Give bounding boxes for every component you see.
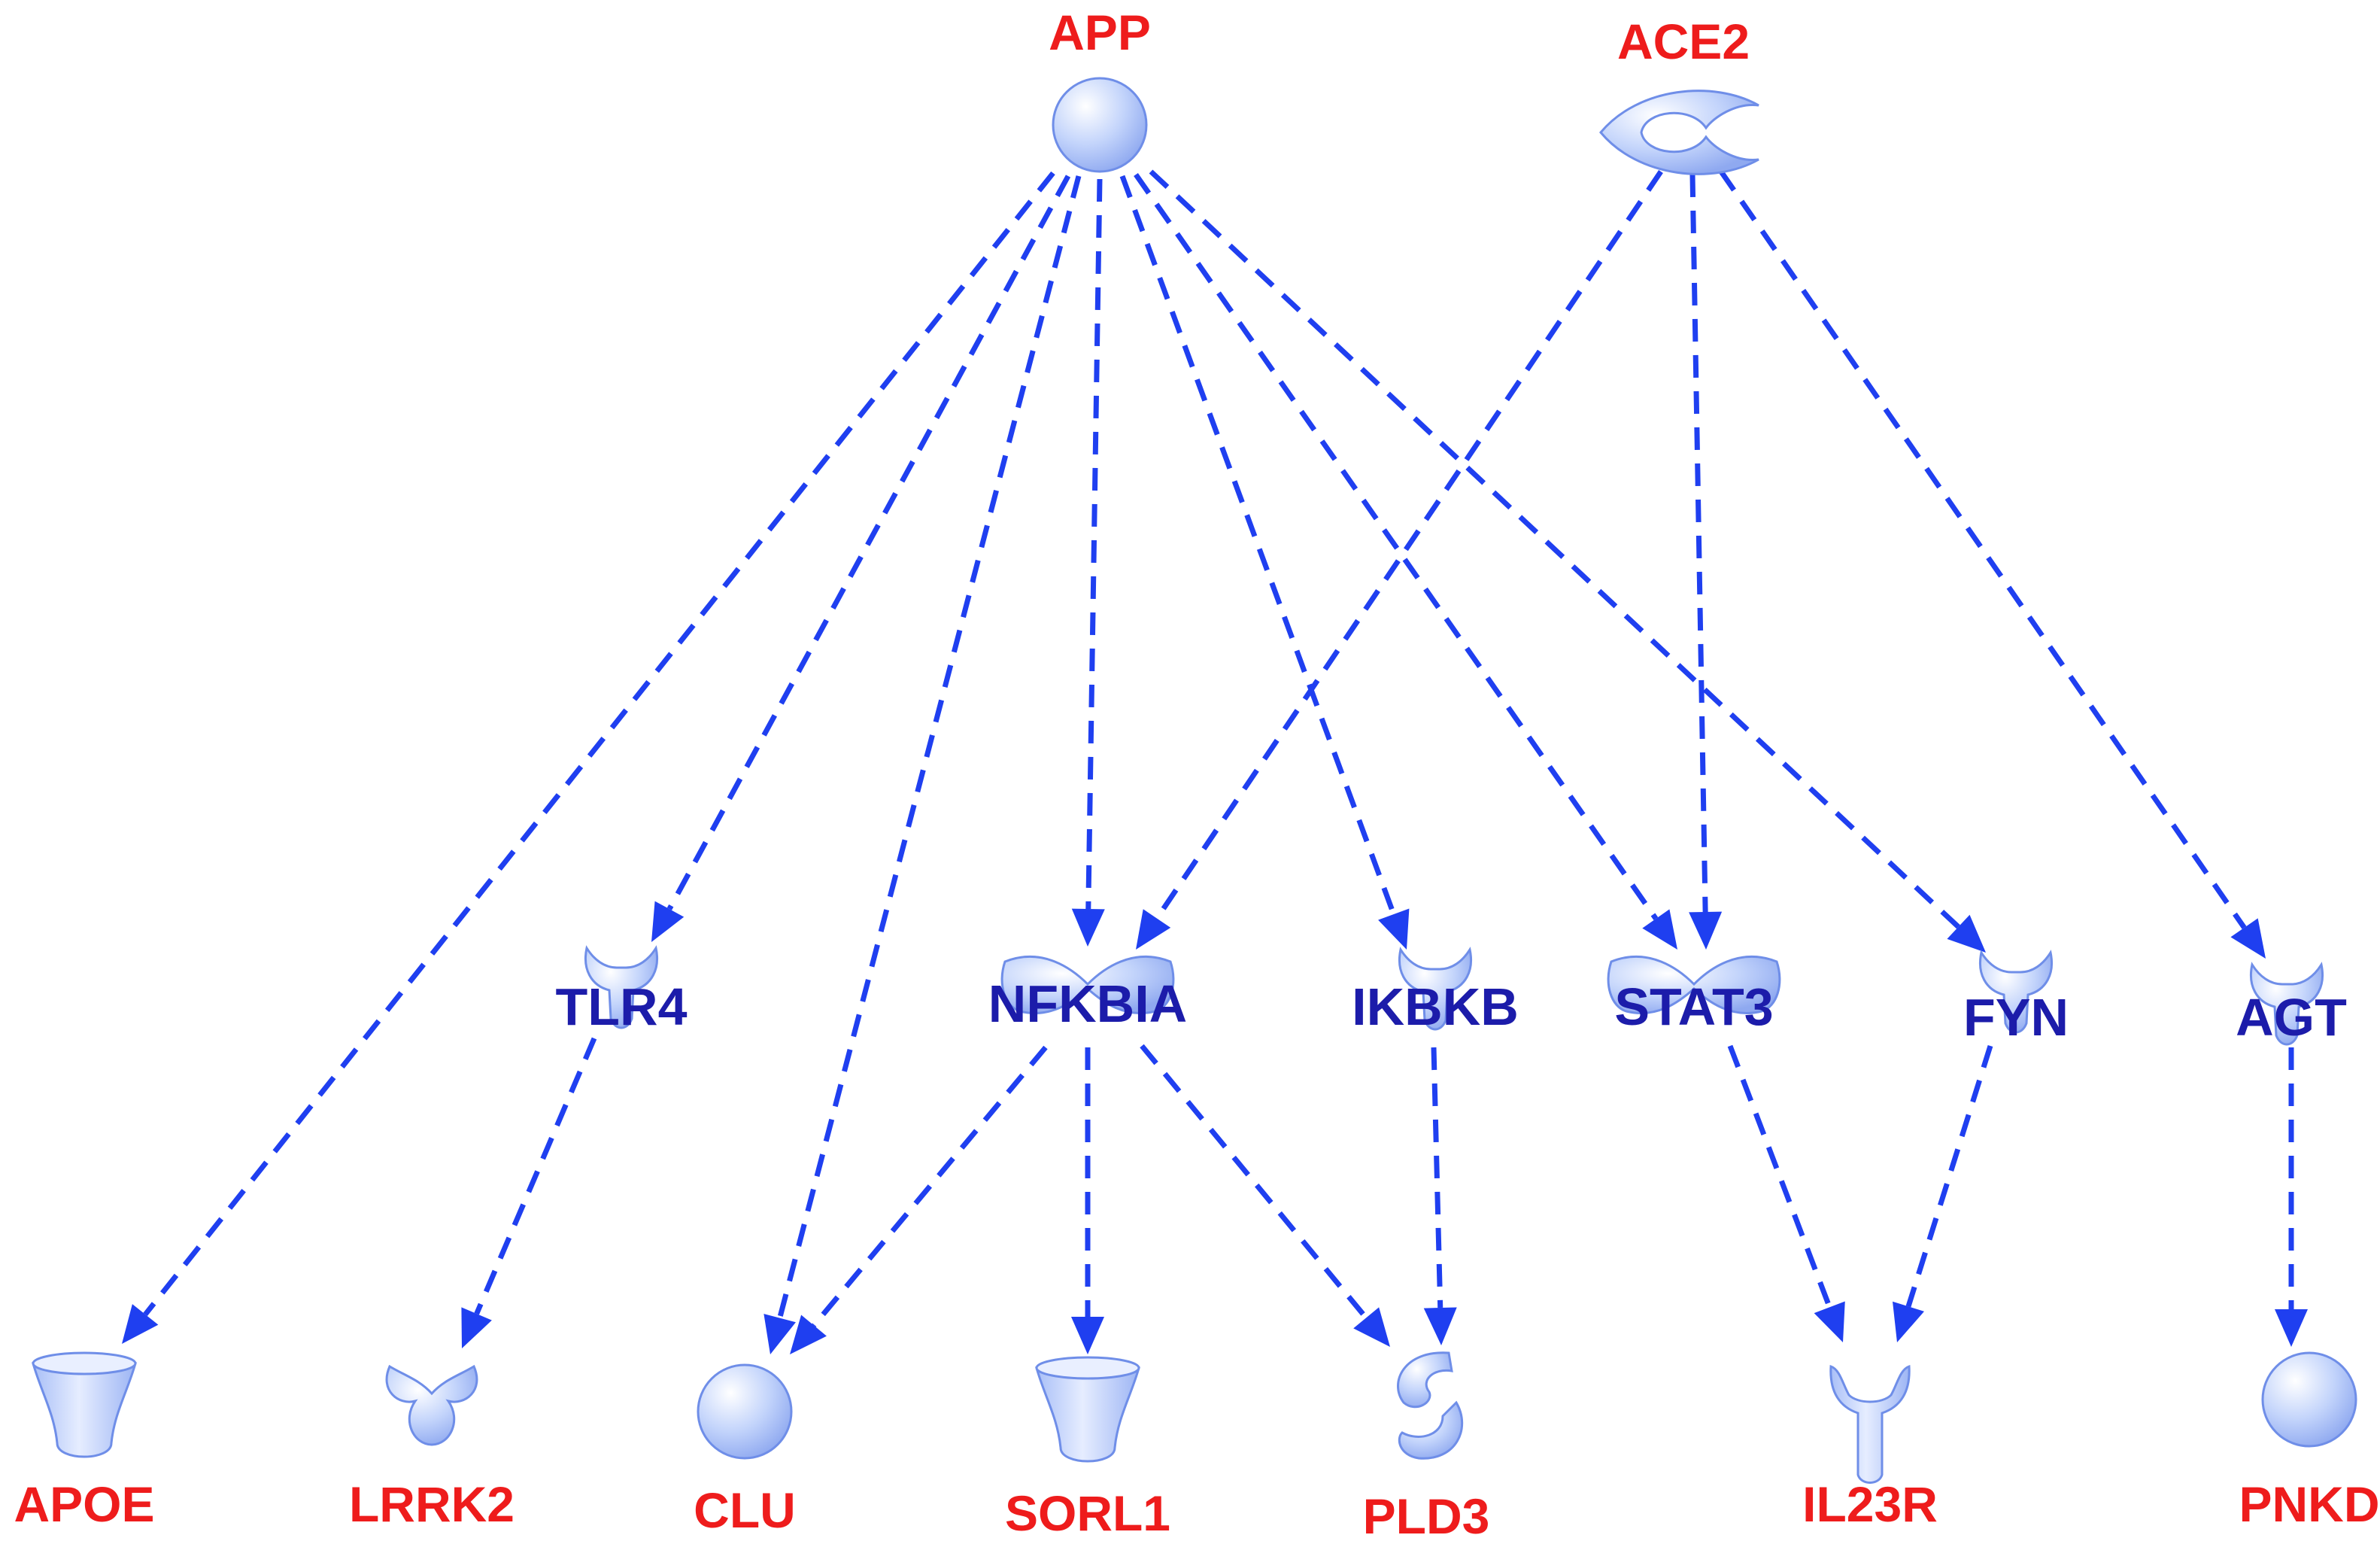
edge-app-to-tlr4 bbox=[666, 175, 1071, 910]
arrowhead-app-to-apoe bbox=[122, 1304, 159, 1344]
edge-tlr4-to-lrrk2 bbox=[474, 1037, 597, 1315]
edge-app-to-ikbkb bbox=[1119, 175, 1397, 916]
node-label-sorl1: SORL1 bbox=[1005, 1485, 1170, 1541]
arrowhead-tlr4-to-lrrk2 bbox=[461, 1307, 492, 1348]
edge-ace2-to-stat3 bbox=[1689, 174, 1708, 913]
arrowhead-app-to-tlr4 bbox=[651, 901, 685, 942]
arrowhead-fyn-to-il23r bbox=[1893, 1301, 1924, 1342]
edge-app-to-nfkbia bbox=[1085, 178, 1103, 910]
node-nfkbia-bowtie-icon bbox=[1000, 955, 1175, 1014]
arrowhead-stat3-to-il23r bbox=[1814, 1301, 1845, 1342]
arrowhead-ace2-to-stat3 bbox=[1689, 911, 1723, 950]
node-label-nfkbia: NFKBIA bbox=[988, 974, 1187, 1033]
edge-app-to-clu bbox=[777, 175, 1082, 1319]
node-label-lrrk2: LRRK2 bbox=[349, 1476, 515, 1532]
node-apoe-cup-icon bbox=[32, 1351, 137, 1458]
edges-layer bbox=[122, 169, 2308, 1354]
node-label-pnkd: PNKD bbox=[2239, 1476, 2379, 1532]
edge-app-to-stat3 bbox=[1134, 172, 1659, 921]
node-pld3-hooks-icon bbox=[1397, 1351, 1464, 1460]
edge-ikbkb-to-pld3 bbox=[1431, 1047, 1443, 1308]
node-label-ikbkb: IKBKB bbox=[1352, 977, 1519, 1036]
arrowhead-app-to-nfkbia bbox=[1071, 908, 1105, 947]
node-ikbkb-receptor-icon bbox=[1398, 947, 1472, 1031]
node-label-fyn: FYN bbox=[1963, 988, 2069, 1047]
edge-nfkbia-to-pld3 bbox=[1140, 1044, 1368, 1320]
arrowhead-nfkbia-to-pld3 bbox=[1353, 1307, 1390, 1347]
node-label-pld3: PLD3 bbox=[1363, 1488, 1490, 1541]
node-sorl1-cup-icon bbox=[1035, 1356, 1140, 1463]
node-pnkd-sphere-icon bbox=[2261, 1351, 2357, 1448]
node-clu-sphere-icon bbox=[697, 1363, 793, 1460]
nodes-layer bbox=[32, 77, 2357, 1484]
arrowhead-nfkbia-to-sorl1 bbox=[1071, 1317, 1104, 1354]
node-label-ace2: ACE2 bbox=[1617, 14, 1750, 69]
node-lrrk2-trefoil-icon bbox=[385, 1364, 478, 1446]
node-label-agt: AGT bbox=[2236, 988, 2347, 1047]
arrowhead-agt-to-pnkd bbox=[2275, 1309, 2308, 1347]
node-tlr4-receptor-icon bbox=[584, 945, 658, 1029]
node-agt-receptor-icon bbox=[2250, 962, 2324, 1046]
edge-stat3-to-il23r bbox=[1727, 1044, 1832, 1308]
arrowhead-ikbkb-to-pld3 bbox=[1423, 1307, 1457, 1345]
node-label-stat3: STAT3 bbox=[1614, 977, 1773, 1036]
node-il23r-yreceptor-icon bbox=[1829, 1364, 1911, 1484]
edge-app-to-fyn bbox=[1149, 169, 1960, 929]
arrowhead-nfkbia-to-clu bbox=[790, 1315, 827, 1354]
node-label-app: APP bbox=[1049, 5, 1151, 60]
edge-ace2-to-nfkbia bbox=[1155, 170, 1663, 920]
arrowhead-app-to-stat3 bbox=[1642, 909, 1677, 950]
node-label-il23r: IL23R bbox=[1802, 1476, 1938, 1532]
node-stat3-bowtie-icon bbox=[1607, 955, 1781, 1014]
node-ace2-crescent-icon bbox=[1599, 90, 1759, 175]
edge-ace2-to-agt bbox=[1719, 170, 2247, 929]
node-app-sphere-icon bbox=[1052, 77, 1148, 173]
edge-nfkbia-to-clu bbox=[812, 1045, 1048, 1327]
arrowhead-app-to-fyn bbox=[1947, 914, 1986, 953]
node-label-clu: CLU bbox=[694, 1482, 796, 1538]
node-label-apoe: APOE bbox=[14, 1476, 154, 1532]
arrowhead-ace2-to-agt bbox=[2230, 918, 2266, 959]
arrowhead-app-to-clu bbox=[763, 1314, 796, 1354]
node-label-tlr4: TLR4 bbox=[556, 977, 688, 1036]
edge-fyn-to-il23r bbox=[1905, 1044, 1993, 1308]
arrowhead-app-to-ikbkb bbox=[1378, 908, 1410, 950]
arrowhead-ace2-to-nfkbia bbox=[1136, 909, 1171, 950]
node-fyn-receptor-icon bbox=[1979, 950, 2053, 1034]
edge-app-to-apoe bbox=[143, 171, 1055, 1317]
